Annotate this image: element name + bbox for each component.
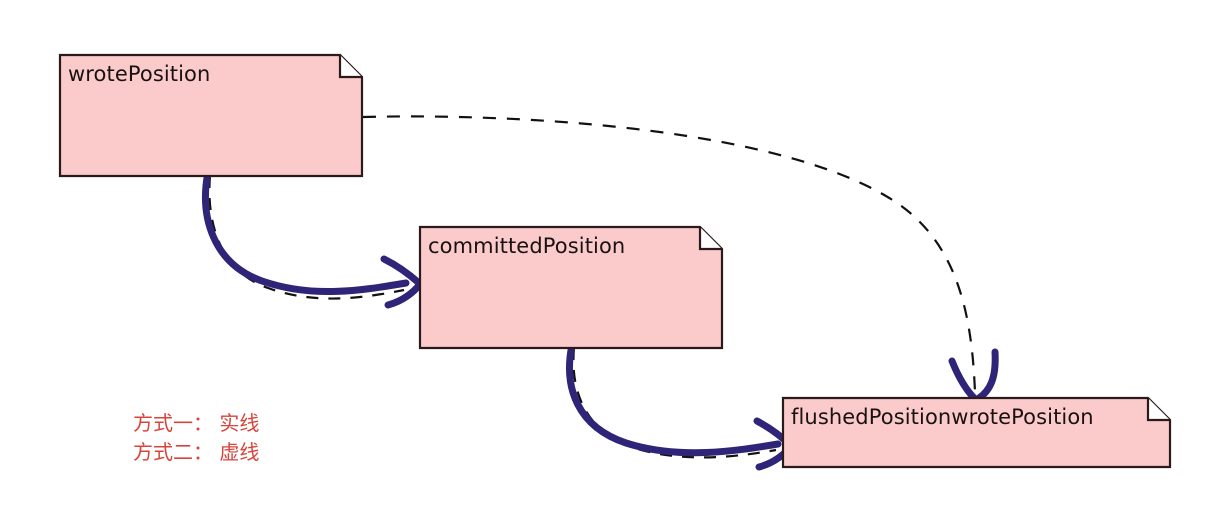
note-label-wrote-position: wrotePosition (68, 62, 211, 86)
connector-dashed-shadow-wrote-to-committed (208, 175, 405, 300)
connector-solid-committed-to-flushed (566, 341, 795, 471)
note-label-flushed-position: flushedPositionwrotePosition (791, 405, 1094, 429)
note-flushed-position[interactable] (781, 396, 1172, 469)
legend: 方式一： 实线 方式二： 虚线 (133, 409, 259, 467)
connector-solid-wrote-to-committed (202, 168, 424, 309)
note-committed-position[interactable] (418, 225, 724, 350)
legend-line-solid: 方式一： 实线 (133, 411, 260, 435)
connector-dashed-shadow-committed-to-flushed (572, 347, 777, 459)
arrowhead-into-flushed-top (948, 348, 999, 403)
note-label-committed-position: committedPosition (428, 234, 626, 258)
note-wrote-position[interactable] (58, 53, 364, 178)
connector-dashed-wrote-to-flushed (362, 115, 977, 393)
legend-line-dashed: 方式二： 虚线 (133, 440, 260, 464)
